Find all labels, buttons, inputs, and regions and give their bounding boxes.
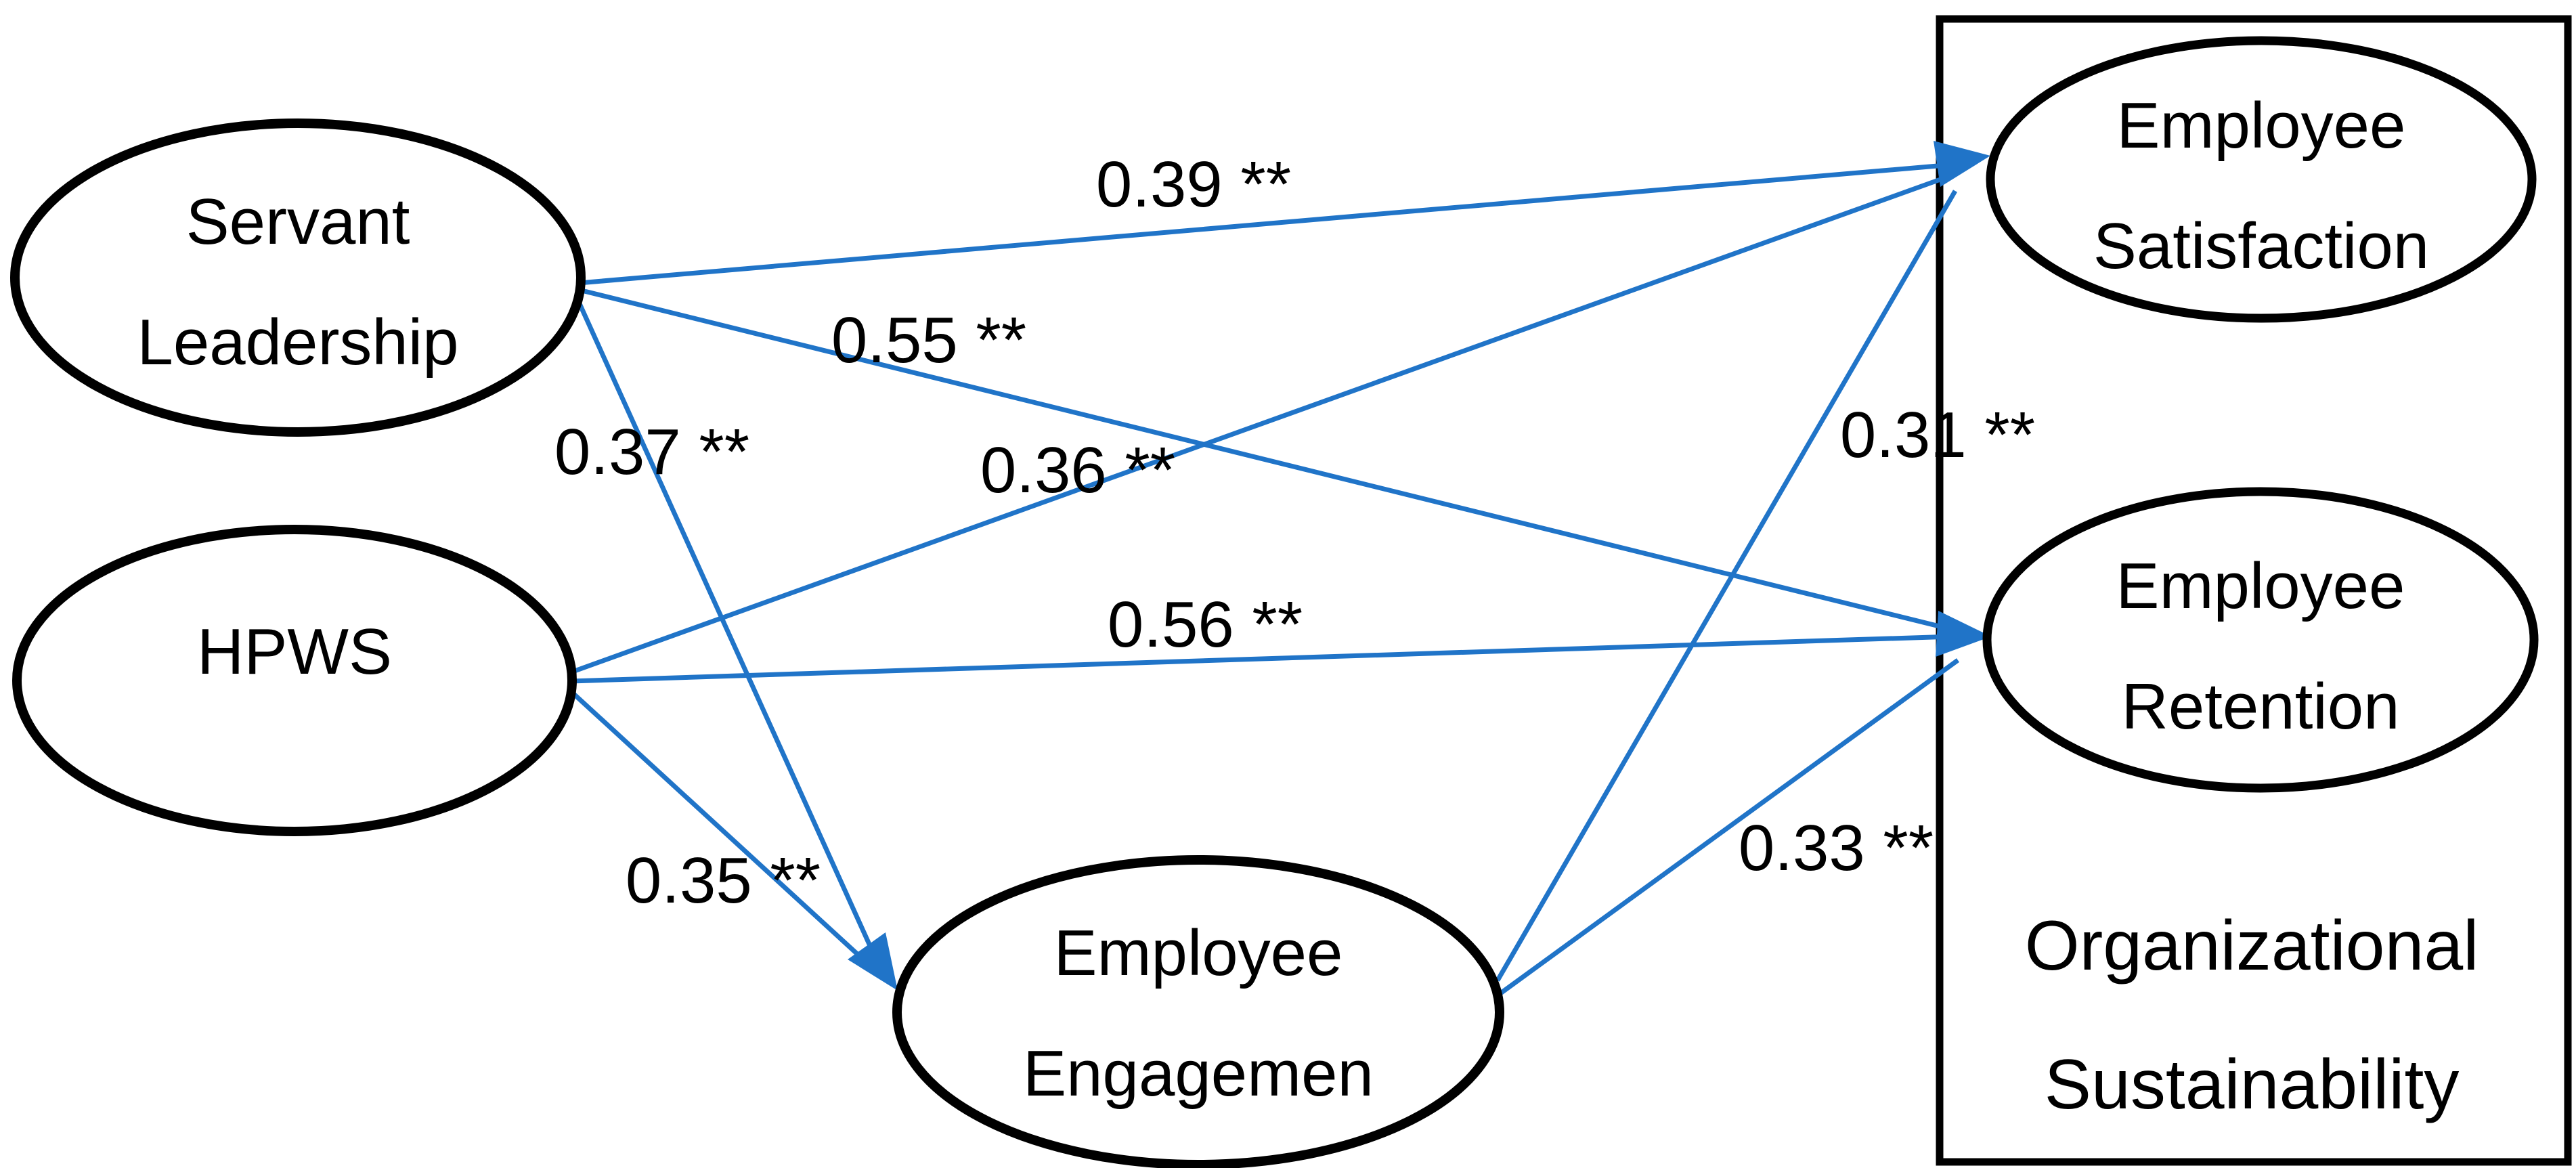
edge-hpws-to-engagement (567, 687, 881, 976)
node-employee-engagement (892, 855, 1504, 1168)
node-servant-leadership (10, 118, 586, 437)
coef-hpws-retention: 0.56 ** (1108, 588, 1303, 661)
arrowhead-into-retention (1936, 611, 1991, 657)
arrowhead-into-satisfaction (1934, 141, 1990, 187)
node-employee-satisfaction (1986, 36, 2537, 323)
edge-engagement-to-satisfaction (1495, 190, 1958, 982)
label-employee-retention-line1: Employee (2116, 550, 2405, 622)
label-employee-engagement-line2: Engagemen (1023, 1037, 1374, 1110)
coef-sl-retention: 0.55 ** (831, 304, 1026, 376)
edge-servant-leadership-to-engagement (573, 293, 883, 970)
label-employee-engagement-line1: Employee (1054, 917, 1343, 989)
label-employee-satisfaction-line1: Employee (2117, 89, 2406, 162)
edge-servant-leadership-to-satisfaction (578, 162, 1954, 286)
edge-hpws-to-satisfaction (569, 173, 1951, 675)
edge-servant-leadership-to-retention (578, 287, 1954, 632)
edge-hpws-to-retention (570, 634, 1954, 684)
label-employee-retention-line2: Retention (2122, 670, 2400, 743)
arrowhead-into-engagement (848, 932, 898, 991)
coef-sl-satisfaction: 0.39 ** (1096, 148, 1291, 221)
edge-engagement-to-retention (1498, 658, 1960, 996)
organizational-sustainability-box (1936, 15, 2572, 1166)
edges (567, 162, 1960, 996)
coef-hpws-satisfaction: 0.36 ** (980, 434, 1175, 506)
coef-engagement-satisfaction: 0.31 ** (1840, 399, 2035, 471)
label-servant-leadership-line1: Servant (186, 186, 410, 258)
label-hpws: HPWS (197, 615, 392, 688)
node-hpws (12, 525, 577, 836)
coef-engagement-retention: 0.33 ** (1739, 812, 1934, 884)
arrowheads (848, 141, 1991, 991)
coef-hpws-engagement: 0.35 ** (626, 844, 821, 917)
label-organizational-sustainability-line1: Organizational (2025, 907, 2479, 985)
coef-sl-engagement: 0.37 ** (554, 416, 749, 488)
label-servant-leadership-line2: Leadership (137, 306, 458, 378)
node-employee-retention (1982, 487, 2539, 793)
label-organizational-sustainability-line2: Sustainability (2045, 1045, 2460, 1124)
label-employee-satisfaction-line2: Satisfaction (2093, 210, 2429, 282)
